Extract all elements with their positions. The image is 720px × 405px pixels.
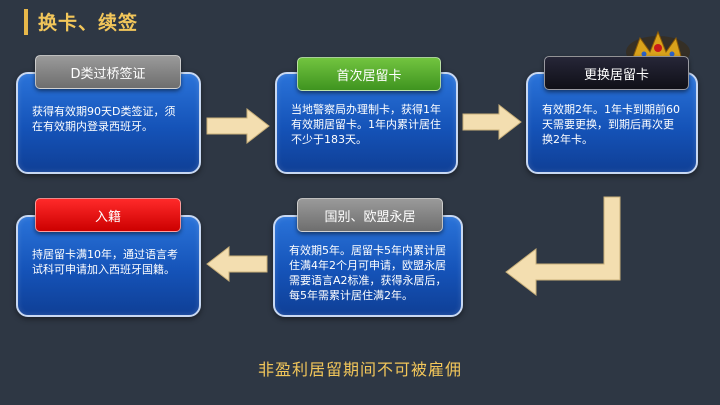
step-body-permanent: 有效期5年。居留卡5年内累计居住满4年2个月可申请，欧盟永居需要语言A2标准，获… [289, 244, 447, 302]
title-bar: 换卡、续签 [24, 8, 138, 35]
arrow-left-icon [206, 246, 268, 282]
footer-note: 非盈利居留期间不可被雇佣 [257, 360, 462, 379]
step-tag-first-card: 首次居留卡 [297, 57, 441, 91]
step-tag-visa: D类过桥签证 [35, 55, 181, 89]
step-body-citizenship: 持居留卡满10年，通过语言考试科可申请加入西班牙国籍。 [32, 248, 178, 276]
arrow-right-icon [206, 108, 270, 144]
arrow-right-icon [462, 104, 522, 140]
arrow-down-left-icon [505, 196, 621, 297]
step-card-visa: 获得有效期90天D类签证，须在有效期内登录西班牙。 [16, 72, 201, 174]
step-tag-citizenship: 入籍 [35, 198, 181, 232]
step-card-permanent: 有效期5年。居留卡5年内累计居住满4年2个月可申请，欧盟永居需要语言A2标准，获… [273, 215, 463, 317]
step-body-first-card: 当地警察局办理制卡，获得1年有效期居留卡。1年内累计居住不少于183天。 [291, 103, 441, 146]
step-tag-renew-card: 更换居留卡 [544, 56, 689, 90]
page-title: 换卡、续签 [38, 12, 139, 34]
step-tag-permanent: 国别、欧盟永居 [297, 198, 443, 232]
step-body-visa: 获得有效期90天D类签证，须在有效期内登录西班牙。 [32, 105, 176, 133]
title-accent [24, 8, 28, 35]
step-body-renew-card: 有效期2年。1年卡到期前60天需要更换，到期后再次更换2年卡。 [542, 103, 680, 146]
